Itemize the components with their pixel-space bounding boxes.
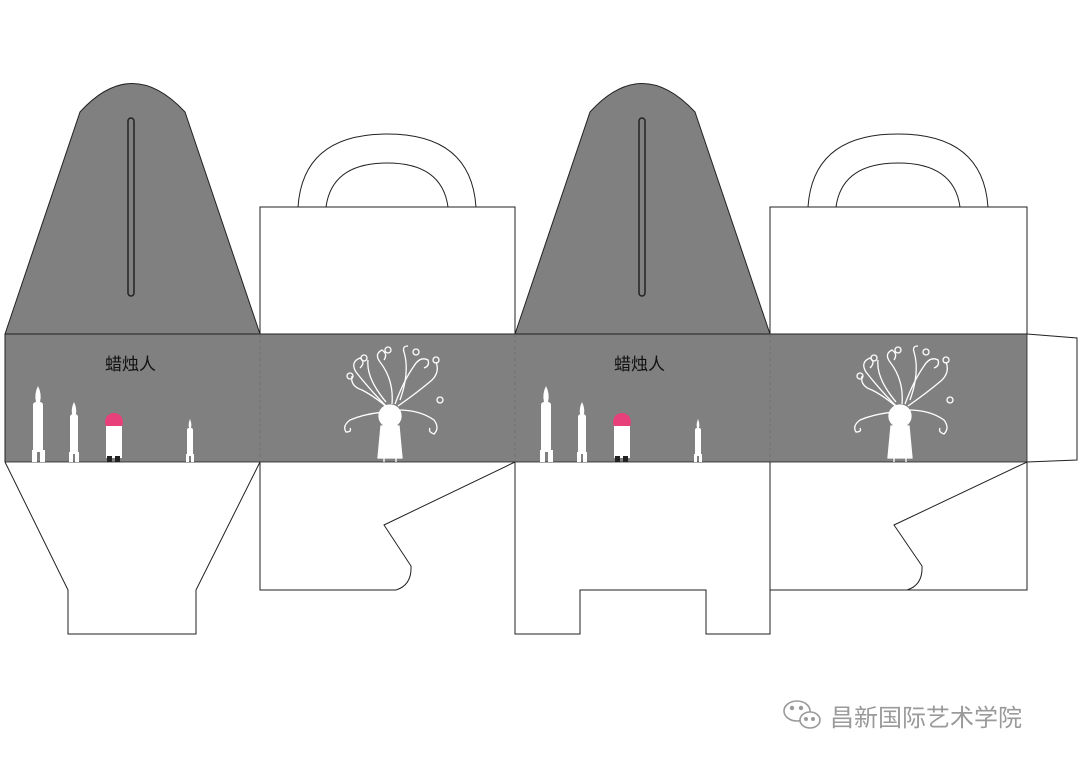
panel-2-handle (259, 133, 516, 335)
slot-cutout (127, 117, 135, 297)
candle-icon (694, 419, 702, 462)
panel-1-artwork: 蜡烛人 (32, 355, 194, 462)
panel-3-artwork: 蜡烛人 (540, 355, 702, 462)
candle-icon (186, 419, 194, 462)
panel-1-bottom-flap (4, 461, 261, 635)
panel-3-bottom (514, 462, 771, 635)
panel-2-bottom (259, 461, 516, 591)
panel-3-gable (514, 83, 771, 335)
candle-icon (540, 386, 553, 462)
tree-figure-icon (854, 345, 954, 462)
candle-icon (32, 386, 45, 462)
gray-band (5, 334, 1027, 462)
glue-tab (1026, 333, 1078, 463)
brand-logo-text: 蜡烛人 (105, 355, 156, 375)
panel-4-handle (769, 133, 1028, 335)
candle-person-icon (613, 413, 631, 462)
watermark-text: 昌新国际艺术学院 (830, 704, 1022, 732)
panel-4-bottom (769, 461, 1028, 591)
panel-1-gable (4, 83, 261, 335)
wechat-logo-icon (783, 700, 821, 729)
candle-person-icon (105, 413, 123, 462)
candle-icon (577, 402, 587, 462)
slot-cutout (638, 117, 646, 297)
brand-logo-text: 蜡烛人 (614, 355, 665, 375)
watermark: 昌新国际艺术学院 (783, 700, 1022, 732)
tree-figure-icon (344, 345, 444, 462)
candle-icon (69, 402, 79, 462)
